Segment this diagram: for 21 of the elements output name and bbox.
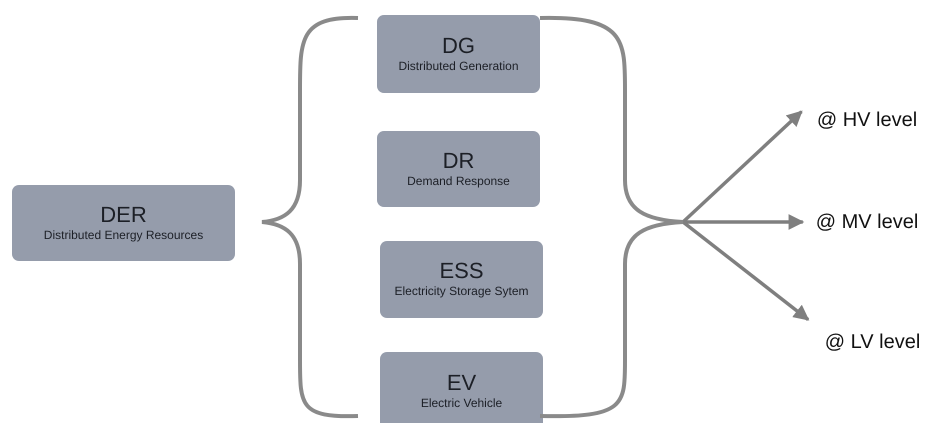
arrow (683, 214, 804, 230)
process-box (377, 131, 540, 207)
level-label: @ MV level (816, 210, 918, 234)
level-label: @ HV level (816, 108, 918, 132)
description-text: Electricity Storage Sytem (394, 283, 529, 300)
acronym-title: DR (442, 148, 474, 172)
process-box (380, 352, 543, 423)
arrow (682, 220, 810, 321)
process-box (12, 185, 235, 261)
arrow (682, 110, 803, 224)
acronym-title: DER (100, 202, 147, 226)
acronym-title: EV (446, 370, 476, 394)
process-box (377, 15, 540, 93)
description-text: Distributed Generation (398, 58, 519, 74)
description-text: Distributed Energy Resources (44, 226, 204, 244)
level-label: @ LV level (824, 330, 920, 354)
process-box (380, 241, 543, 318)
acronym-title: ESS (439, 259, 484, 283)
description-text: Electric Vehicle (420, 394, 502, 412)
acronym-title: DG (442, 34, 475, 58)
description-text: Demand Response (407, 172, 510, 190)
